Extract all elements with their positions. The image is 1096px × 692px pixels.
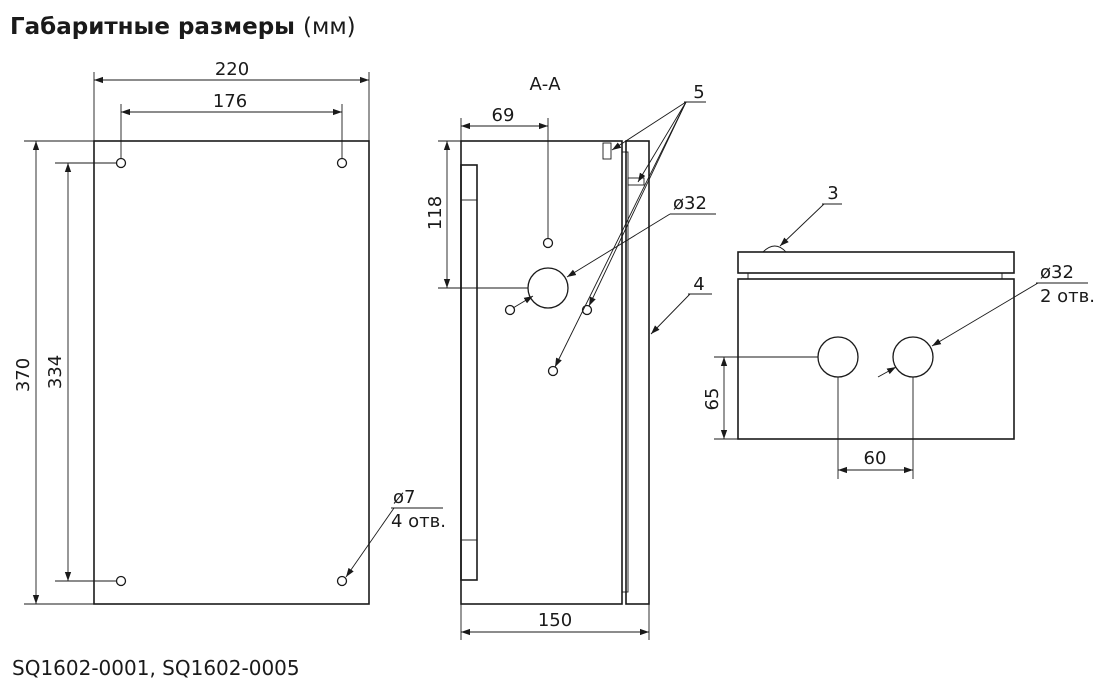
hole-spacing-x-dimension: 176 [120, 91, 343, 158]
bottom-gland-count-label: 2 отв. [1040, 286, 1095, 307]
section-door-panel [625, 140, 650, 605]
bottom-view-body [737, 278, 1015, 440]
section-gland-callout: ø32 [512, 193, 716, 309]
callout-5: 5 [554, 82, 706, 368]
section-hole-right [581, 304, 593, 316]
callout-5-label: 5 [693, 82, 704, 103]
bottom-gland-right [892, 336, 934, 378]
mounting-hole-bottom-left [115, 575, 127, 587]
section-depth-dimension: 150 [460, 604, 650, 640]
model-numbers: SQ1602-0001, SQ1602-0005 [12, 656, 300, 680]
front-width-label: 220 [215, 59, 249, 80]
gland-offset-x-label: 69 [492, 105, 515, 126]
section-hole-left [504, 304, 516, 316]
title-main: Габаритные размеры [10, 14, 295, 40]
front-view: 220 176 370 334 ø7 4 отв. [13, 59, 446, 605]
mounting-hole-diameter-label: ø7 [393, 487, 415, 508]
section-hole-bottom [547, 365, 559, 377]
hole-spacing-y-label: 334 [45, 355, 66, 389]
page-title: Габаритные размеры (мм) [10, 12, 356, 42]
bottom-gland-spacing-dimension: 60 [837, 377, 914, 479]
callout-4-label: 4 [693, 274, 704, 295]
door-latch-side [627, 177, 645, 186]
front-height-dimension: 370 [13, 140, 94, 605]
mounting-hole-top-right [336, 157, 348, 169]
section-hole-top [542, 237, 554, 249]
mounting-hole-top-left [115, 157, 127, 169]
section-hinge-strip [460, 164, 478, 581]
callout-3: 3 [779, 183, 842, 247]
bottom-view-door [737, 251, 1015, 274]
callout-3-label: 3 [827, 183, 838, 204]
section-gland-diameter-label: ø32 [673, 193, 707, 214]
bottom-gland-height-dimension: 65 [702, 356, 818, 440]
hole-spacing-y-dimension: 334 [45, 162, 116, 582]
bottom-gland-diameter-label: ø32 [1040, 262, 1074, 283]
gland-offset-y-dimension: 118 [425, 140, 528, 289]
section-label: А-А [529, 74, 561, 95]
bottom-view: 3 ø32 2 отв. 65 60 [702, 183, 1095, 479]
front-width-dimension: 220 [93, 59, 370, 141]
title-unit: (мм) [303, 14, 356, 40]
callout-4: 4 [650, 274, 712, 335]
gland-offset-y-label: 118 [425, 196, 446, 230]
front-view-outline [93, 140, 370, 605]
section-view: А-А 69 118 [425, 74, 716, 640]
door-latch-top [602, 142, 612, 160]
mounting-hole-count-label: 4 отв. [391, 511, 446, 532]
bottom-gland-height-label: 65 [702, 388, 723, 411]
cable-gland-large [527, 267, 569, 309]
section-depth-label: 150 [538, 610, 572, 631]
bottom-gland-left [817, 336, 859, 378]
front-height-label: 370 [13, 358, 34, 392]
bottom-gland-callout: ø32 2 отв. [877, 262, 1095, 378]
mounting-hole-callout: ø7 4 отв. [345, 487, 446, 578]
door-handle [762, 245, 787, 253]
mounting-hole-bottom-right [336, 575, 348, 587]
section-door-seal [621, 151, 629, 593]
bottom-gland-spacing-label: 60 [864, 448, 887, 469]
gland-offset-x-dimension: 69 [460, 105, 549, 238]
hole-spacing-x-label: 176 [213, 91, 247, 112]
section-body-outline [460, 140, 623, 605]
